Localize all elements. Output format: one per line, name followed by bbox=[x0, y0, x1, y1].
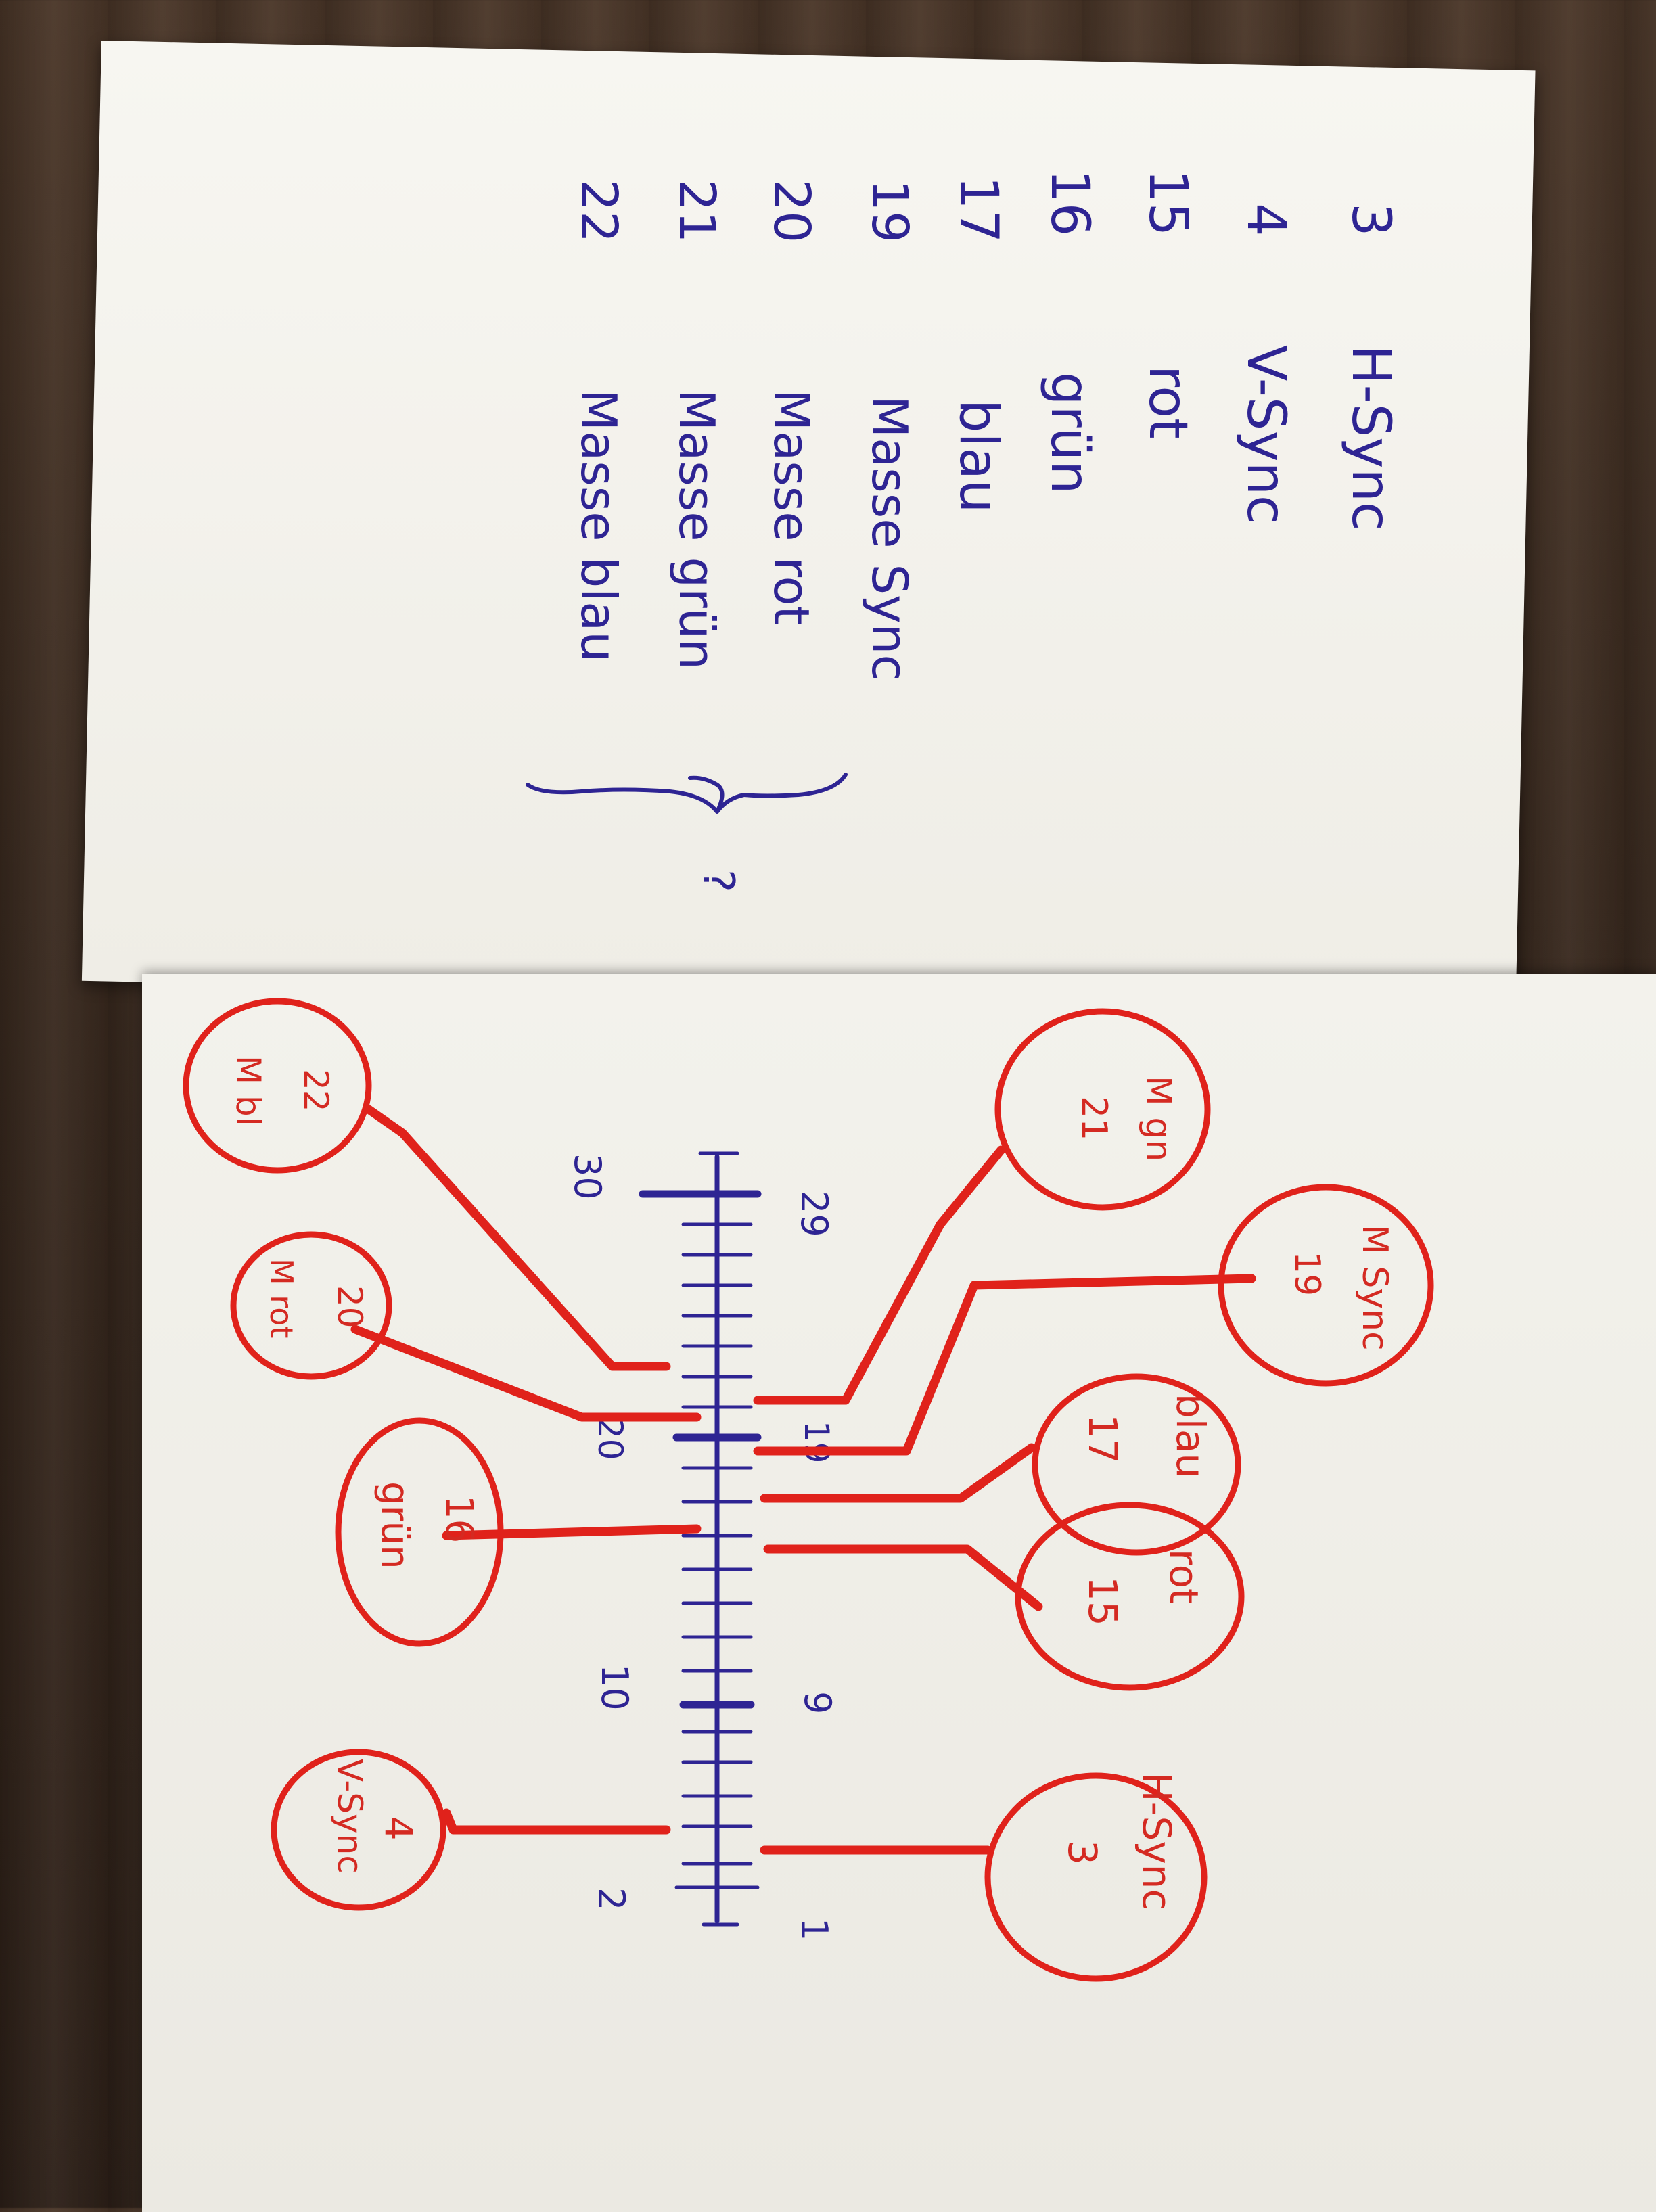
pin-row: 20 Masse rot bbox=[762, 179, 821, 625]
pin-number: 4 bbox=[1235, 203, 1296, 237]
pin-row: 19 Masse Sync bbox=[860, 179, 919, 681]
pin-row: 16 grün bbox=[1039, 169, 1100, 494]
wire-blau bbox=[760, 1443, 1036, 1503]
pin-label: Masse grün bbox=[668, 389, 725, 670]
ruler-number: 30 bbox=[566, 1153, 609, 1200]
ruler-number: 2 bbox=[590, 1887, 632, 1910]
svg-text:16: 16 bbox=[437, 1495, 481, 1543]
pin-label: rot bbox=[1137, 365, 1198, 439]
pin-number: 19 bbox=[860, 179, 919, 243]
question-mark: ? bbox=[693, 869, 743, 892]
wire-mbl bbox=[364, 1105, 671, 1371]
svg-text:15: 15 bbox=[1080, 1576, 1126, 1626]
svg-text:M gn: M gn bbox=[1138, 1076, 1178, 1161]
ruler-number: 10 bbox=[593, 1664, 636, 1711]
svg-text:22: 22 bbox=[296, 1069, 336, 1112]
wire-mrot bbox=[350, 1324, 702, 1422]
pin-row: 3 H-Sync bbox=[1340, 203, 1401, 531]
callout-hsync: H-Sync 3 bbox=[984, 1772, 1208, 1982]
pin-label: blau bbox=[948, 399, 1009, 513]
pin-label: grün bbox=[1039, 372, 1100, 494]
svg-text:blau: blau bbox=[1168, 1393, 1214, 1478]
pin-row: 21 Masse grün bbox=[668, 179, 726, 670]
svg-text:?: ? bbox=[693, 869, 743, 892]
pin-table: 3 H-Sync 4 V-Sync 15 rot 16 grün 17 blau… bbox=[526, 169, 1401, 892]
ruler-number: 19 bbox=[797, 1421, 836, 1464]
brace-upper bbox=[688, 773, 848, 813]
pin-row: 15 rot bbox=[1137, 169, 1198, 439]
svg-text:17: 17 bbox=[1080, 1414, 1126, 1464]
ruler-ticks bbox=[639, 1190, 762, 1889]
connector-ruler: 1 2 9 10 19 20 29 30 bbox=[566, 1151, 839, 1941]
ruler-number: 1 bbox=[793, 1918, 835, 1941]
svg-text:rot: rot bbox=[1161, 1549, 1207, 1604]
pin-number: 21 bbox=[668, 179, 726, 243]
pin-number: 22 bbox=[570, 179, 628, 243]
svg-text:20: 20 bbox=[330, 1285, 369, 1329]
wires bbox=[350, 1105, 1256, 1855]
ruler-number: 20 bbox=[591, 1417, 630, 1460]
svg-text:19: 19 bbox=[1287, 1251, 1327, 1296]
svg-text:H-Sync: H-Sync bbox=[1134, 1772, 1180, 1910]
svg-text:21: 21 bbox=[1074, 1096, 1114, 1140]
brace-lower bbox=[526, 783, 719, 814]
svg-text:4: 4 bbox=[376, 1816, 420, 1841]
pin-row: 22 Masse blau bbox=[570, 179, 628, 662]
callout-blau: blau 17 bbox=[1032, 1373, 1241, 1556]
wire-msync bbox=[753, 1274, 1256, 1456]
pin-label: Masse blau bbox=[570, 389, 627, 662]
pin-number: 20 bbox=[762, 179, 821, 243]
pin-label: Masse Sync bbox=[861, 396, 918, 681]
pin-number: 16 bbox=[1039, 169, 1100, 236]
callout-rot: rot 15 bbox=[1015, 1502, 1245, 1691]
svg-text:grün: grün bbox=[373, 1481, 417, 1569]
pin-number: 3 bbox=[1340, 203, 1401, 237]
callout-mgn: M gn 21 bbox=[994, 1008, 1211, 1211]
pin-label: V-Sync bbox=[1235, 345, 1296, 524]
svg-text:M rot: M rot bbox=[263, 1258, 300, 1338]
wire-vsync bbox=[442, 1808, 671, 1835]
lower-note-card bbox=[142, 974, 1656, 2212]
ruler-number: 29 bbox=[793, 1191, 835, 1237]
callout-msync: M Sync 19 bbox=[1218, 1184, 1434, 1387]
callout-mrot: 20 M rot bbox=[230, 1231, 392, 1380]
callout-vsync: 4 V-Sync bbox=[271, 1749, 446, 1911]
pin-label: H-Sync bbox=[1340, 345, 1401, 531]
pin-number: 15 bbox=[1137, 169, 1198, 236]
svg-text:M Sync: M Sync bbox=[1354, 1224, 1395, 1351]
ruler-number: 9 bbox=[796, 1691, 839, 1714]
svg-text:M bl: M bl bbox=[229, 1055, 268, 1126]
pin-row: 4 V-Sync bbox=[1235, 203, 1296, 524]
wire-rot bbox=[763, 1544, 1043, 1611]
wire-mgn bbox=[753, 1145, 1006, 1405]
pin-label: Masse rot bbox=[763, 389, 820, 625]
svg-text:V-Sync: V-Sync bbox=[330, 1759, 369, 1874]
callout-gruen: 16 grün bbox=[335, 1417, 504, 1647]
pin-number: 17 bbox=[948, 176, 1009, 243]
svg-text:3: 3 bbox=[1059, 1840, 1105, 1865]
wire-gruen bbox=[442, 1524, 702, 1540]
callout-mbl: 22 M bl bbox=[183, 998, 372, 1174]
pin-row: 17 blau bbox=[948, 176, 1009, 513]
